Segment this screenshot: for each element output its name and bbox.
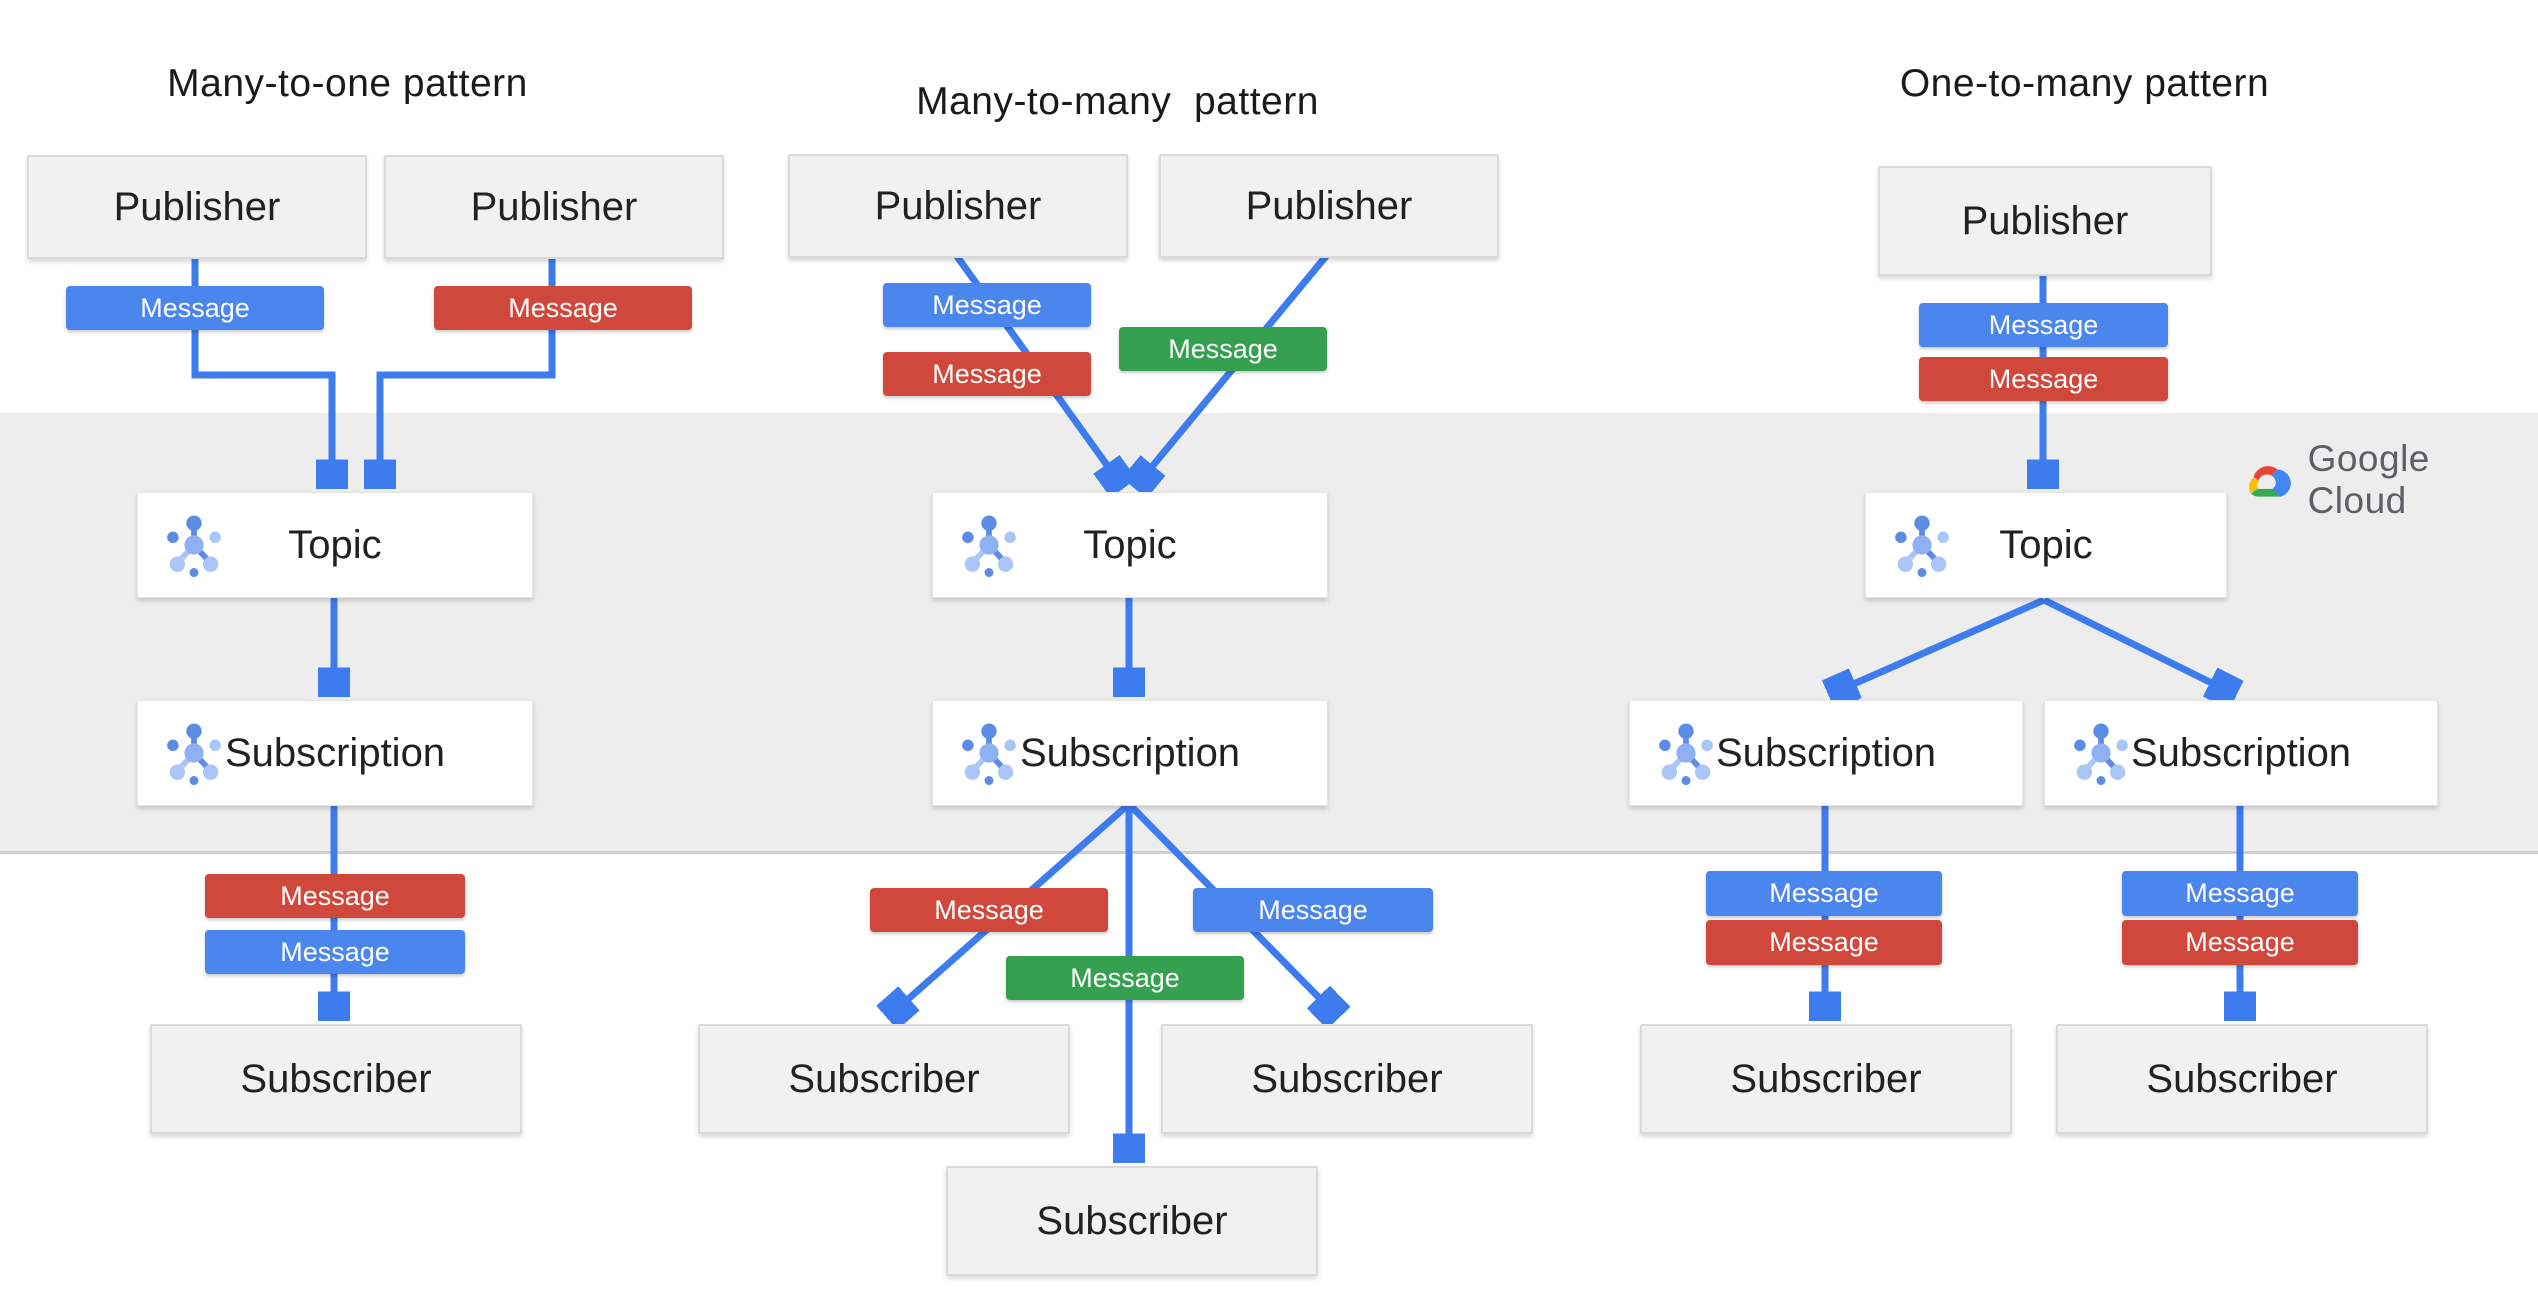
subscriber-label: Subscriber — [1251, 1056, 1443, 1101]
message-chip-red: Message — [870, 888, 1108, 932]
message-chip-blue: Message — [2122, 871, 2358, 916]
pubsub-topic-icon — [162, 513, 226, 577]
topic-box: Topic — [137, 492, 533, 598]
message-chip-red: Message — [1919, 357, 2168, 401]
subscription-box: Subscription — [932, 700, 1328, 806]
cloud-green-segment — [2250, 488, 2281, 497]
subscriber-box: Subscriber — [698, 1024, 1070, 1134]
publisher-box: Publisher — [384, 155, 724, 259]
publisher-label: Publisher — [1961, 198, 2129, 243]
topic-label: Topic — [1999, 522, 2093, 567]
google-cloud-logo: Google Cloud — [2238, 438, 2538, 522]
subscriber-label: Subscriber — [1036, 1198, 1228, 1243]
topic-box: Topic — [932, 492, 1328, 598]
message-chip-blue: Message — [883, 283, 1091, 327]
pubsub-topic-icon — [957, 513, 1021, 577]
pubsub-topic-icon — [1890, 513, 1954, 577]
subscription-label: Subscription — [224, 730, 446, 775]
message-chip-red: Message — [205, 874, 465, 918]
subscriber-box: Subscriber — [150, 1024, 522, 1134]
publisher-box: Publisher — [788, 154, 1128, 258]
topic-box: Topic — [1865, 492, 2227, 598]
publisher-box: Publisher — [1878, 166, 2212, 276]
message-chip-green: Message — [1119, 327, 1327, 371]
message-chip-green: Message — [1006, 956, 1244, 1000]
publisher-label: Publisher — [470, 184, 638, 229]
cloud-blue-segment — [2271, 469, 2291, 497]
subscriber-box: Subscriber — [1161, 1024, 1533, 1134]
subscriber-label: Subscriber — [788, 1056, 980, 1101]
publisher-label: Publisher — [874, 183, 1042, 228]
message-chip-blue: Message — [1706, 871, 1942, 916]
subscriber-box: Subscriber — [1640, 1024, 2012, 1134]
publisher-label: Publisher — [113, 184, 281, 229]
publisher-box: Publisher — [27, 155, 367, 259]
message-chip-red: Message — [883, 352, 1091, 396]
topic-label: Topic — [1083, 522, 1177, 567]
subscription-box: Subscription — [2044, 700, 2438, 806]
message-chip-blue: Message — [1193, 888, 1433, 932]
topic-label: Topic — [288, 522, 382, 567]
publisher-label: Publisher — [1245, 183, 1413, 228]
subscription-label: Subscription — [1715, 730, 1937, 775]
message-chip-red: Message — [1706, 920, 1942, 965]
subscription-box: Subscription — [1629, 700, 2023, 806]
subscription-label: Subscription — [2130, 730, 2352, 775]
subscriber-box: Subscriber — [946, 1166, 1318, 1276]
pattern2-title: Many-to-many pattern — [916, 80, 1319, 123]
message-chip-blue: Message — [1919, 303, 2168, 347]
subscriber-box: Subscriber — [2056, 1024, 2428, 1134]
cloud-red-segment — [2253, 466, 2278, 481]
pattern3-title: One-to-many pattern — [1899, 62, 2270, 105]
google-cloud-wordmark: Google Cloud — [2307, 438, 2430, 521]
publisher-box: Publisher — [1159, 154, 1499, 258]
subscriber-label: Subscriber — [2146, 1056, 2338, 1101]
subscription-label: Subscription — [1019, 730, 1241, 775]
message-chip-red: Message — [434, 286, 692, 330]
pubsub-subscription-icon — [162, 721, 226, 785]
message-chip-blue: Message — [205, 930, 465, 974]
pubsub-subscription-icon — [1654, 721, 1718, 785]
subscription-box: Subscription — [137, 700, 533, 806]
subscriber-label: Subscriber — [240, 1056, 432, 1101]
google-cloud-icon — [2249, 466, 2291, 497]
pubsub-subscription-icon — [957, 721, 1021, 785]
message-chip-red: Message — [2122, 920, 2358, 965]
subscriber-label: Subscriber — [1730, 1056, 1922, 1101]
pubsub-subscription-icon — [2069, 721, 2133, 785]
pattern1-title: Many-to-one pattern — [167, 62, 528, 105]
cloud-yellow-segment — [2249, 477, 2260, 493]
message-chip-blue: Message — [66, 286, 324, 330]
